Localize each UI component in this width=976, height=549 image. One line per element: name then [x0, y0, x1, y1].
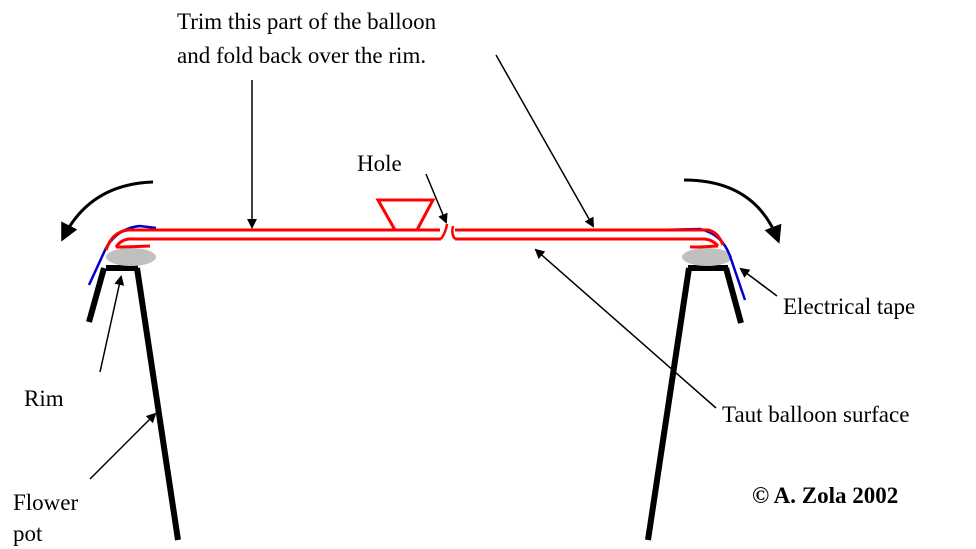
arrow-rim: [99, 275, 125, 373]
balloon-outer-line: [104, 228, 725, 251]
arrow-hole: [425, 173, 448, 224]
hole-shape: [439, 223, 457, 240]
trim-label-line1: Trim this part of the balloon: [177, 9, 437, 34]
funnel: [375, 198, 436, 232]
rim-label: Rim: [24, 386, 64, 411]
balloon-left-fold: [116, 244, 151, 249]
hole-label: Hole: [357, 151, 402, 176]
pot-left-wall: [134, 267, 181, 541]
pot-right-wall: [645, 267, 692, 541]
arrow-flower-pot: [89, 412, 157, 480]
electrical-tape-label: Electrical tape: [783, 294, 916, 319]
taut-surface-label: Taut balloon surface: [722, 402, 910, 427]
fold-arrow-right: [683, 178, 782, 244]
arrow-electrical-tape: [739, 267, 778, 297]
pot-right-outer-wall: [723, 267, 744, 324]
fold-arrow-left: [61, 180, 154, 242]
flower-pot-label-line1: Flower: [13, 490, 79, 515]
arrow-taut-surface: [534, 248, 717, 409]
pot-left-outer-wall: [86, 267, 107, 323]
flower-pot-label-line2: pot: [13, 521, 43, 546]
balloon-membrane: [104, 198, 725, 251]
pointer-arrows: [89, 54, 778, 480]
trim-label-line2: and fold back over the rim.: [177, 43, 427, 68]
copyright-label: © A. Zola 2002: [752, 483, 899, 508]
arrow-trim-right: [495, 54, 594, 228]
balloon-inner-line: [114, 237, 720, 248]
flower-pot: [86, 265, 744, 541]
rim-left: [106, 248, 156, 266]
balloon-right-fold: [690, 244, 719, 249]
electrical-tape: [87, 224, 747, 301]
rim-right: [682, 248, 732, 266]
